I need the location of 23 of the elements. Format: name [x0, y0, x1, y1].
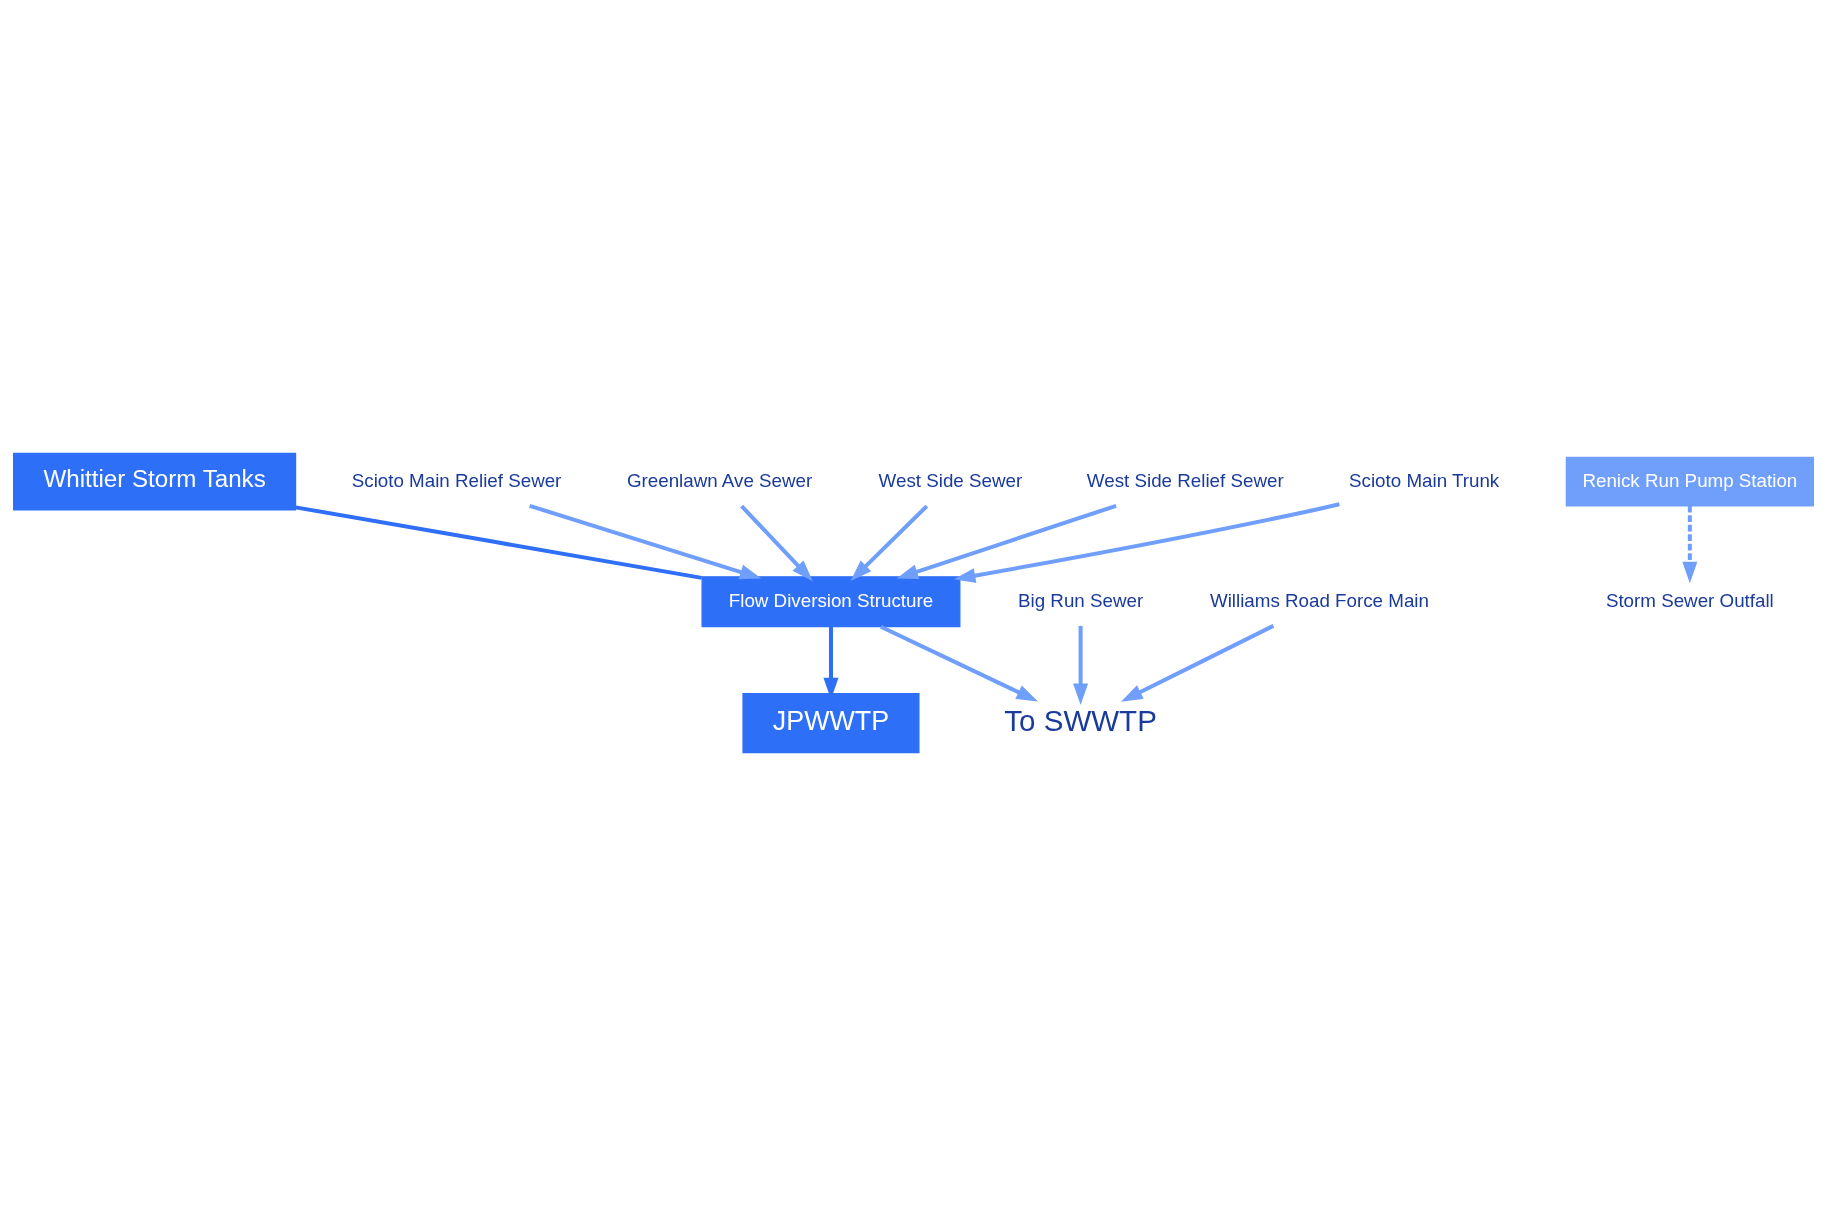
arrow	[1073, 625, 1089, 706]
arrow	[953, 502, 1340, 584]
arrow	[880, 624, 1038, 702]
arrow	[529, 503, 762, 580]
node-box: Flow Diversion Structure	[701, 576, 961, 628]
arrow	[896, 503, 1117, 579]
node-text: To SWWTP	[1004, 703, 1157, 737]
connector	[295, 505, 702, 580]
arrow	[850, 504, 929, 582]
arrow	[1682, 506, 1698, 584]
node-text: Williams Road Force Main	[1209, 589, 1429, 611]
node-text: Greenlawn Ave Sewer	[626, 469, 813, 491]
node-box: JPWWTP	[742, 692, 920, 754]
arrow	[1121, 624, 1275, 702]
arrow	[740, 504, 813, 582]
node-text: Scioto Main Relief Sewer	[351, 469, 562, 491]
node-text: Big Run Sewer	[1017, 589, 1144, 611]
node-text: West Side Relief Sewer	[1086, 469, 1284, 491]
node-text: West Side Sewer	[878, 469, 1023, 491]
node-text: Scioto Main Trunk	[1349, 469, 1500, 491]
node-box: Renick Run Pump Station	[1565, 456, 1814, 507]
node-text: Storm Sewer Outfall	[1605, 589, 1774, 611]
node-box: Whittier Storm Tanks	[13, 452, 297, 511]
